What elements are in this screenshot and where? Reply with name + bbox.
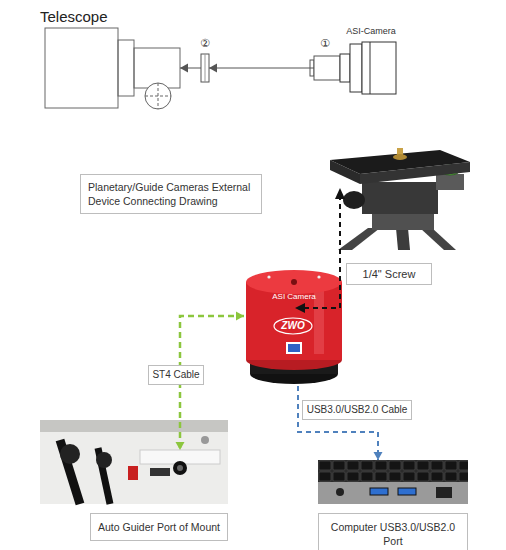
illustration-path bbox=[60, 440, 80, 504]
illustration-line bbox=[158, 83, 159, 109]
arrow-head bbox=[236, 312, 244, 321]
illustration-circle bbox=[177, 465, 183, 471]
illustration-rect bbox=[318, 460, 468, 482]
arrow-head bbox=[335, 188, 345, 199]
leg bbox=[396, 228, 410, 250]
label-box: USB3.0/USB2.0 Cable bbox=[302, 400, 412, 420]
camera-label: ASI Camera bbox=[244, 292, 344, 301]
arrow-head bbox=[180, 64, 188, 73]
clamp bbox=[436, 174, 464, 190]
mount-port-photo-art bbox=[40, 420, 228, 504]
mount-port-photo: Auto Guider Port of Mount bbox=[40, 450, 228, 542]
illustration-rect bbox=[314, 56, 340, 80]
illustration-circle bbox=[336, 488, 344, 496]
box-text: Auto Guider Port of Mount bbox=[90, 513, 228, 541]
box-text: 1/4" Screw bbox=[347, 264, 431, 284]
illustration-circle bbox=[267, 275, 270, 278]
box-text: Planetary/Guide Cameras External Device … bbox=[88, 180, 254, 208]
bubble-level bbox=[440, 165, 460, 175]
brand-logo: ZWO bbox=[244, 320, 342, 331]
box-text: ST4 Cable bbox=[149, 366, 203, 384]
callout-number: ① bbox=[310, 36, 340, 50]
illustration-circle bbox=[145, 83, 171, 109]
illustration-rect bbox=[40, 420, 228, 432]
illustration-circle bbox=[96, 452, 112, 468]
illustration-circle bbox=[173, 461, 187, 475]
knob bbox=[343, 191, 365, 209]
illustration-rect bbox=[134, 48, 180, 88]
illustration-rect bbox=[128, 466, 138, 480]
computer-port-photo-art bbox=[318, 460, 468, 504]
illustration-rect bbox=[310, 60, 314, 76]
head-lower bbox=[372, 212, 434, 230]
illustration-rect bbox=[288, 344, 300, 352]
adapter-part: ① bbox=[310, 36, 340, 84]
plate-side bbox=[360, 162, 470, 184]
illustration-rect bbox=[40, 432, 228, 504]
illustration-line bbox=[370, 42, 371, 94]
arrow-head bbox=[209, 64, 217, 73]
leg bbox=[420, 228, 456, 250]
illustration-rect bbox=[398, 488, 416, 495]
head-body bbox=[362, 182, 438, 214]
illustration-circle bbox=[317, 275, 320, 278]
title-box: Planetary/Guide Cameras External Device … bbox=[80, 174, 262, 214]
illustration-rect bbox=[286, 342, 302, 354]
arrow-head bbox=[374, 452, 383, 460]
plate-top bbox=[330, 150, 470, 174]
illustration-rect bbox=[436, 487, 452, 498]
illustration-rect bbox=[318, 482, 468, 504]
camera-body: ASI CameraZWO bbox=[244, 268, 344, 386]
telescope-drawing: Telescope bbox=[40, 8, 180, 113]
camera-outline: ASI-Camera bbox=[340, 20, 402, 96]
illustration-rect bbox=[201, 54, 209, 82]
screw-bolt bbox=[397, 148, 403, 157]
illustration-rect bbox=[362, 42, 396, 94]
plate-side bbox=[330, 160, 360, 184]
illustration-rect bbox=[45, 28, 118, 108]
illustration-rect bbox=[40, 420, 228, 504]
box-text: USB3.0/USB2.0 Cable bbox=[303, 401, 411, 419]
illustration-ellipse bbox=[246, 270, 342, 294]
connector bbox=[180, 68, 201, 69]
label-box: ST4 Cable bbox=[148, 365, 204, 385]
illustration-rect bbox=[150, 468, 170, 476]
illustration-circle bbox=[201, 436, 209, 444]
illustration-rect bbox=[340, 54, 350, 82]
illustration-circle bbox=[291, 279, 297, 285]
connector bbox=[209, 68, 314, 69]
adapter-part: ② bbox=[196, 36, 214, 84]
screw-bolt bbox=[393, 154, 407, 160]
illustration-line bbox=[205, 54, 206, 82]
leg bbox=[338, 228, 380, 250]
illustration-rect bbox=[318, 460, 468, 482]
computer-port-photo: Computer USB3.0/USB2.0 Port bbox=[318, 460, 468, 542]
connector bbox=[298, 386, 378, 460]
illustration-rect bbox=[350, 44, 362, 92]
label-box: 1/4" Screw bbox=[346, 263, 432, 285]
illustration-rect bbox=[370, 488, 388, 495]
node-heading: Telescope bbox=[40, 8, 108, 25]
callout-number: ② bbox=[196, 36, 214, 50]
illustration-circle bbox=[60, 444, 80, 464]
illustration-rect bbox=[118, 40, 134, 96]
part-name: ASI-Camera bbox=[340, 26, 402, 36]
box-text: Computer USB3.0/USB2.0 Port bbox=[318, 513, 468, 550]
